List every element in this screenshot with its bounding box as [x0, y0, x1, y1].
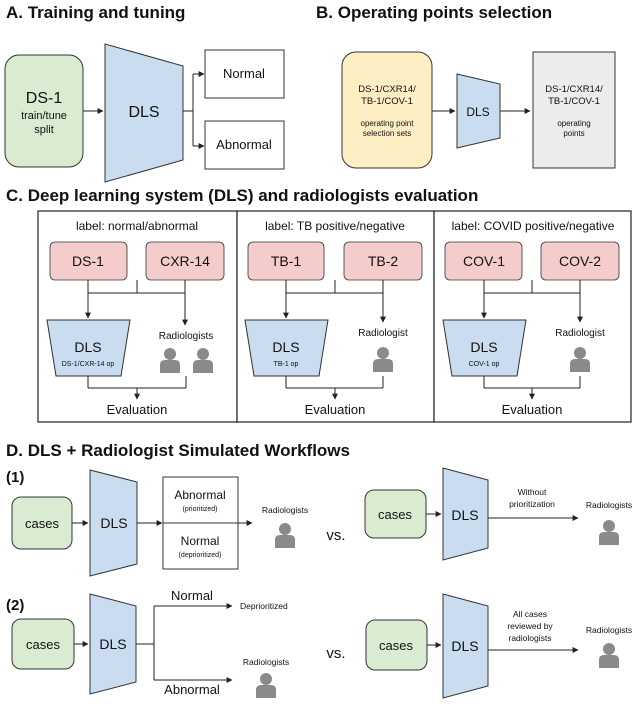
output-abnormal-label: Abnormal: [216, 137, 272, 152]
section-b-out-line1: DS-1/CXR14/: [545, 84, 603, 95]
w2-alt-cases-label: cases: [379, 638, 413, 653]
dls-label-b: DLS: [466, 105, 489, 119]
section-b-out-caption2: points: [563, 129, 584, 138]
workflow-1-number: (1): [6, 469, 24, 486]
w1-dls-label: DLS: [100, 515, 127, 531]
w2-dls-label: DLS: [99, 636, 126, 652]
dataset-ds1-label: DS-1: [72, 253, 104, 269]
w2-alt-line1: All cases: [513, 609, 547, 619]
panel-2-op-label: TB-1 op: [274, 361, 299, 368]
section-a-title: A. Training and tuning: [6, 3, 185, 22]
dataset-tb2-label: TB-2: [368, 253, 399, 269]
radiologist-icon: [275, 523, 295, 548]
dataset-cov1-label: COV-1: [463, 253, 505, 269]
w1-alt-dls-label: DLS: [451, 507, 478, 523]
w1-alt-cases-label: cases: [378, 507, 412, 522]
w1-normal-label: Normal: [181, 534, 220, 548]
operating-points-box: [532, 51, 616, 169]
output-abnormal-box: [204, 120, 285, 170]
section-b-input-caption1: operating point: [361, 119, 415, 128]
panel-1-reader-label: Radiologists: [159, 331, 213, 342]
w1-alt-prioritization-label: prioritization: [509, 499, 555, 509]
panel-3-dls-model: [442, 319, 527, 377]
section-b-title: B. Operating points selection: [316, 3, 552, 22]
dataset-cov2-label: COV-2: [559, 253, 601, 269]
section-c-title: C. Deep learning system (DLS) and radiol…: [6, 186, 478, 205]
panel-3-evaluation-label: Evaluation: [502, 402, 563, 417]
panel-3-dls-label: DLS: [470, 339, 497, 355]
output-normal-box: [204, 49, 285, 99]
dls-label-a: DLS: [128, 104, 159, 121]
w2-readers-label: Radiologists: [243, 657, 289, 667]
panel-1-evaluation-label: Evaluation: [107, 402, 168, 417]
section-b-input-line2: TB-1/COV-1: [361, 96, 413, 107]
panel-1-dls-label: DLS: [74, 339, 101, 355]
panel-1-label: label: normal/abnormal: [76, 219, 198, 233]
panel-2-dls-label: DLS: [272, 339, 299, 355]
w2-abnormal-label: Abnormal: [164, 682, 220, 697]
w1-deprioritized-label: (deprioritized): [179, 552, 222, 559]
workflow-2-number: (2): [6, 597, 24, 614]
panel-2-label: label: TB positive/negative: [265, 219, 405, 233]
dataset-cxr14-label: CXR-14: [160, 253, 210, 269]
radiologist-icon: [599, 643, 619, 668]
section-b-input-line1: DS-1/CXR14/: [358, 84, 416, 95]
panel-3-op-label: COV-1 op: [469, 361, 500, 368]
section-d-title: D. DLS + Radiologist Simulated Workflows: [6, 441, 350, 460]
panel-2-dls-model: [244, 319, 329, 377]
panel-2-reader-label: Radiologist: [358, 328, 408, 339]
section-b-out-caption1: operating: [557, 119, 590, 128]
panel-3-reader-label: Radiologist: [555, 328, 605, 339]
panel-3-label: label: COVID positive/negative: [452, 219, 615, 233]
w2-dls-model: [89, 593, 137, 695]
w1-alt-dls-model: [442, 467, 489, 561]
w1-alt-without-label: Without: [518, 487, 547, 497]
w2-alt-line3: radiologists: [509, 633, 552, 643]
operating-point-selection-sets-box: [341, 51, 433, 169]
dls-model-a: [104, 43, 184, 183]
dls-model-b: [456, 73, 501, 149]
section-b-out-line2: TB-1/COV-1: [548, 96, 600, 107]
w2-alt-line2: reviewed by: [507, 621, 553, 631]
w2-vs-label: vs.: [326, 645, 345, 662]
w1-readers-label: Radiologists: [262, 505, 308, 515]
w2-alt-dls-model: [442, 593, 489, 699]
dataset-tb1-label: TB-1: [271, 253, 302, 269]
w1-cases-label: cases: [25, 516, 59, 531]
w2-alt-dls-label: DLS: [451, 638, 478, 654]
section-a-input-line1: DS-1: [26, 90, 63, 107]
w1-prioritized-label: (prioritized): [182, 506, 217, 513]
radiologist-icon: [599, 520, 619, 545]
output-normal-label: Normal: [223, 66, 265, 81]
section-a-input-line3: split: [34, 124, 54, 136]
evaluation-panel-2: label: TB positive/negative TB-1 TB-2 DL…: [236, 210, 435, 423]
evaluation-panel-1: label: normal/abnormal DS-1 CXR-14 DLS D…: [37, 210, 238, 423]
evaluation-panel-3: label: COVID positive/negative COV-1 COV…: [433, 210, 632, 423]
w2-cases-label: cases: [26, 637, 60, 652]
panel-2-evaluation-label: Evaluation: [305, 402, 366, 417]
w1-abnormal-label: Abnormal: [174, 488, 225, 502]
w2-deprioritized-label: Deprioritized: [240, 601, 288, 611]
panel-1-op-label: DS-1/CXR-14 op: [62, 361, 115, 368]
section-b-input-caption2: selection sets: [363, 129, 411, 138]
w1-dls-model: [89, 469, 138, 577]
w2-alt-readers-label: Radiologists: [586, 625, 632, 635]
w1-alt-readers-label: Radiologists: [586, 500, 632, 510]
w2-normal-label: Normal: [171, 588, 213, 603]
panel-1-dls-model: [46, 319, 131, 377]
section-a-input-line2: train/tune: [21, 110, 67, 122]
radiologist-icon: [256, 673, 276, 698]
w1-vs-label: vs.: [326, 527, 345, 544]
